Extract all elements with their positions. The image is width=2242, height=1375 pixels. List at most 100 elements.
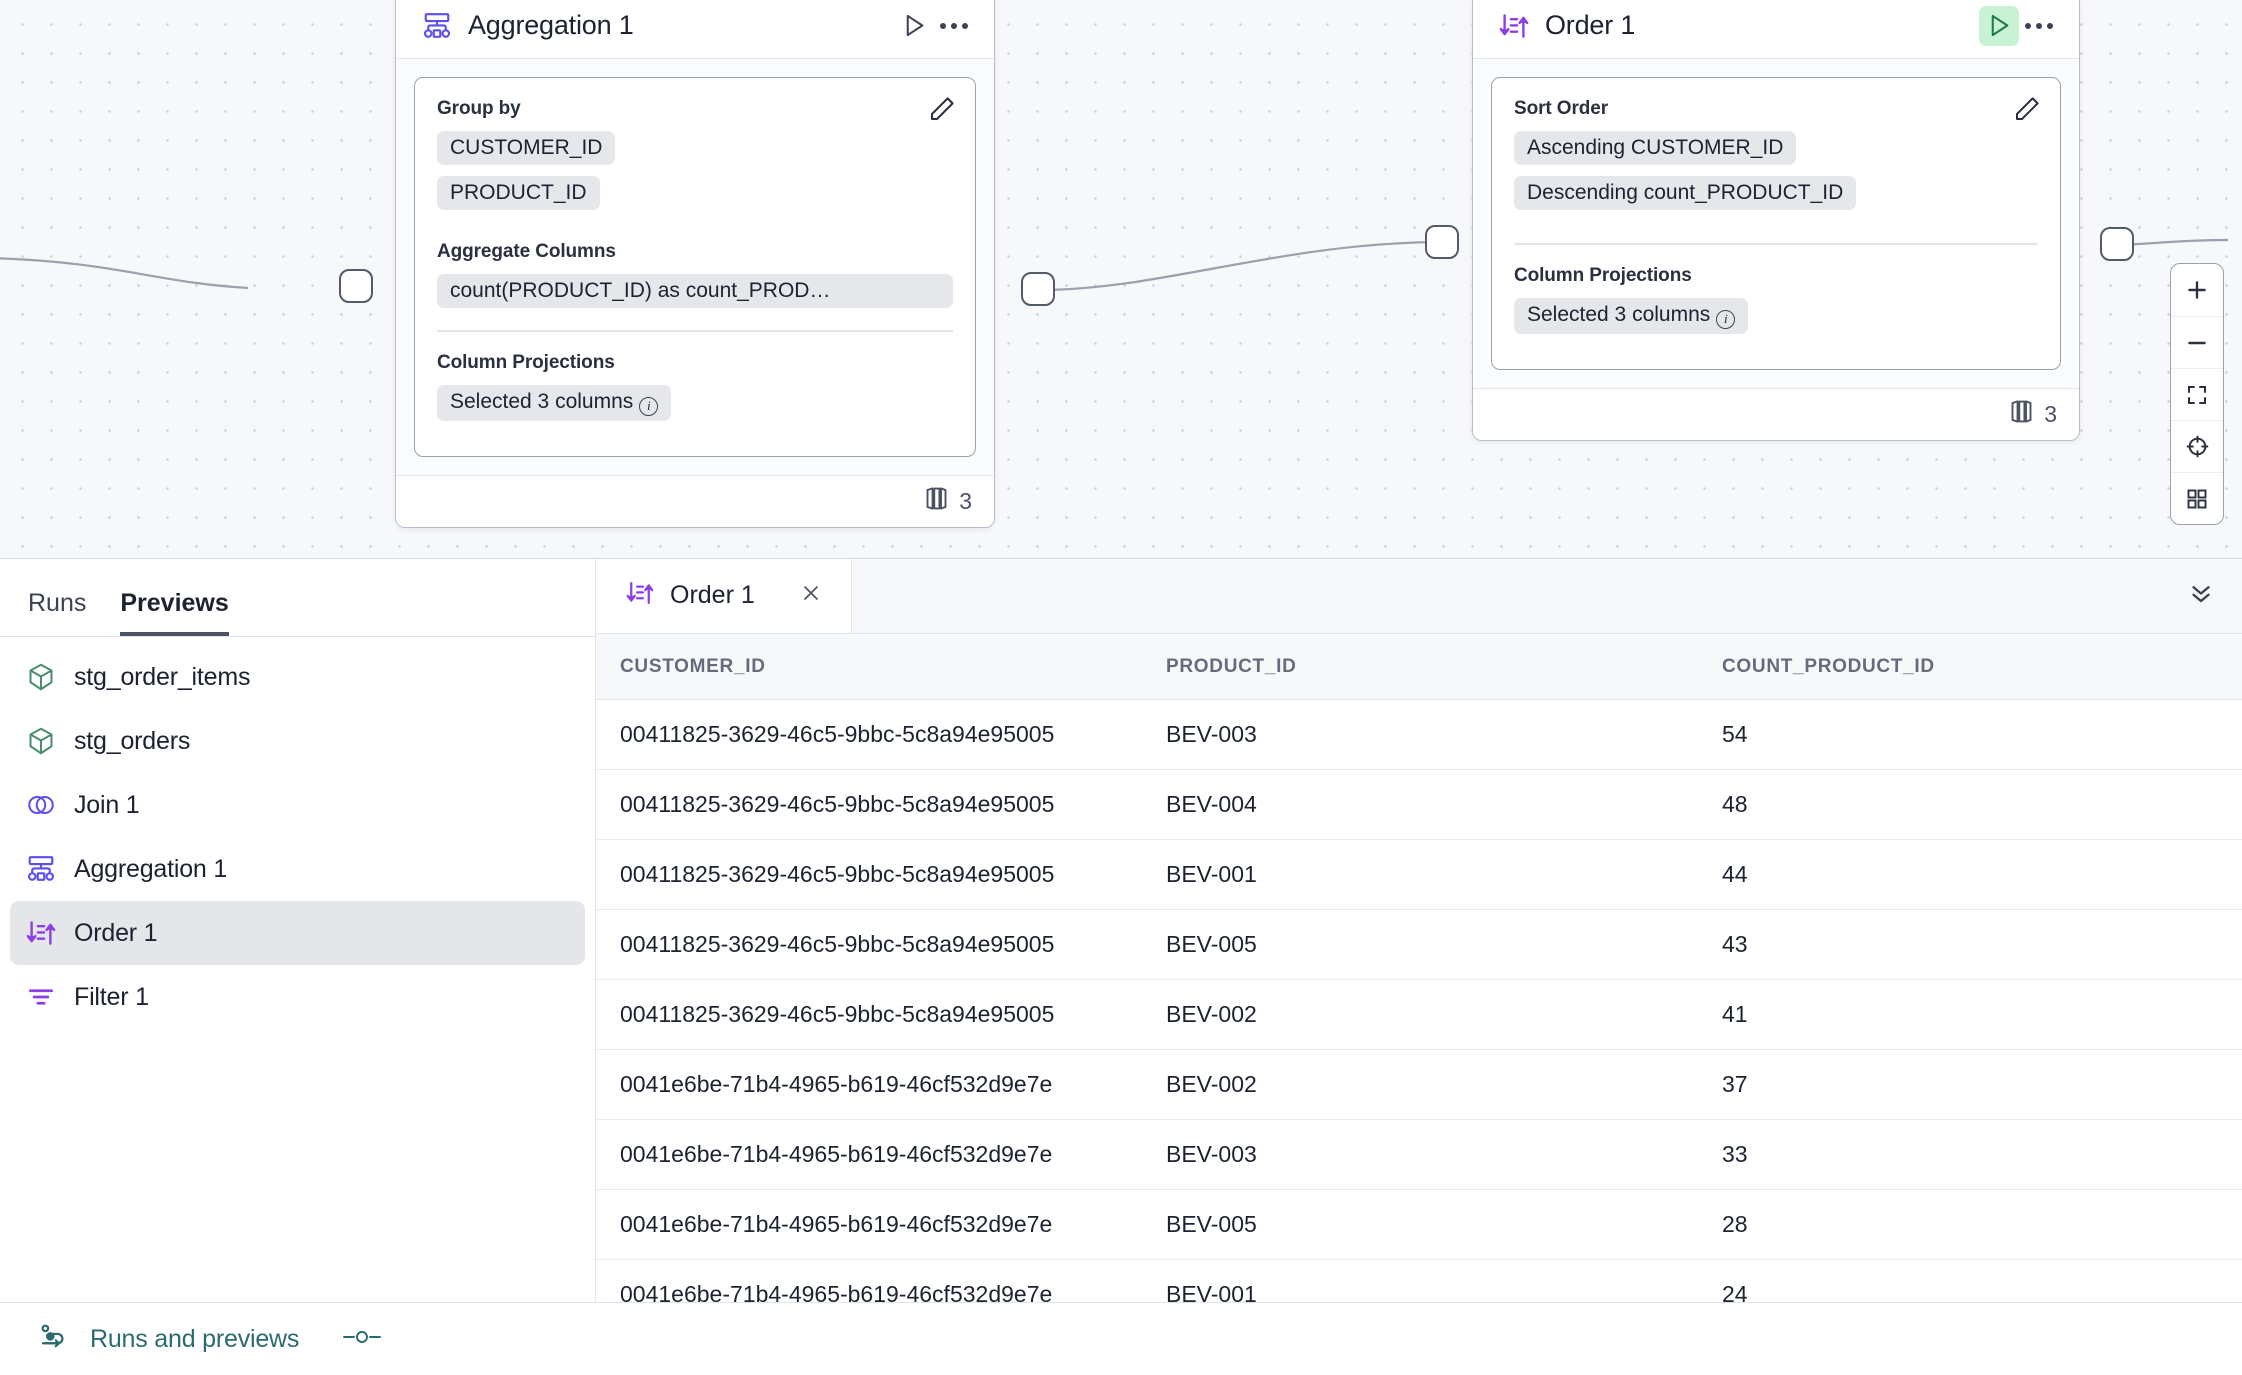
cell-count-product-id: 41 (1698, 979, 2242, 1051)
runs-and-previews-icon (38, 1322, 70, 1357)
cell-customer-id: 00411825-3629-46c5-9bbc-5c8a94e95005 (596, 699, 1142, 771)
cell-customer-id: 0041e6be-71b4-4965-b619-46cf532d9e7e (596, 1259, 1142, 1302)
preview-tabbar: Order 1 (596, 559, 2242, 634)
panel-divider (1514, 243, 2038, 245)
info-icon[interactable]: i (1716, 309, 1736, 329)
cell-customer-id: 0041e6be-71b4-4965-b619-46cf532d9e7e (596, 1049, 1142, 1121)
aggregation-config-panel[interactable]: Group by CUSTOMER_ID PRODUCT_ID Aggregat… (414, 77, 976, 457)
sort-order-pill[interactable]: Descending count_PRODUCT_ID (1514, 176, 1857, 210)
aggregation-output-port[interactable] (1021, 272, 1055, 306)
list-item-label: Filter 1 (74, 982, 149, 1011)
preview-list: stg_order_items stg_orders Join 1 (0, 637, 595, 1029)
results-table: CUSTOMER_ID PRODUCT_ID COUNT_PRODUCT_ID … (596, 633, 2242, 1302)
node-aggregation-1[interactable]: Aggregation 1 Group by CUSTOMER_ID PRODU (395, 0, 995, 528)
cell-count-product-id: 37 (1698, 1049, 2242, 1121)
node-order-1[interactable]: Order 1 Sort Order Ascending CUSTOMER_ID (1472, 0, 2080, 441)
cell-count-product-id: 24 (1698, 1259, 2242, 1302)
list-item-label: stg_orders (74, 726, 191, 755)
table-row[interactable]: 0041e6be-71b4-4965-b619-46cf532d9e7e BEV… (596, 1259, 2242, 1302)
column-projections-label: Column Projections (1514, 264, 1692, 286)
dock-sidebar: Runs Previews stg_order_items stg_orders (0, 559, 596, 1302)
list-item-join-1[interactable]: Join 1 (10, 773, 585, 837)
table-row[interactable]: 00411825-3629-46c5-9bbc-5c8a94e95005 BEV… (596, 909, 2242, 981)
cell-product-id: BEV-001 (1142, 1259, 1698, 1302)
column-projections-text: Selected 3 columns (1527, 302, 1711, 326)
status-bar-toggle[interactable] (341, 1327, 383, 1352)
sort-icon (1497, 9, 1531, 43)
list-item-label: Join 1 (74, 790, 140, 819)
list-item-stg-order-items[interactable]: stg_order_items (10, 645, 585, 709)
column-header-product-id[interactable]: PRODUCT_ID (1142, 633, 1698, 701)
cell-product-id: BEV-004 (1142, 769, 1698, 841)
run-node-button[interactable] (894, 6, 934, 46)
aggregation-input-port[interactable] (339, 269, 373, 303)
cell-customer-id: 00411825-3629-46c5-9bbc-5c8a94e95005 (596, 909, 1142, 981)
table-row[interactable]: 00411825-3629-46c5-9bbc-5c8a94e95005 BEV… (596, 769, 2242, 841)
column-count: 3 (959, 487, 972, 514)
list-item-aggregation-1[interactable]: Aggregation 1 (10, 837, 585, 901)
node-more-menu-button[interactable] (2019, 6, 2059, 46)
collapse-panel-button[interactable] (2186, 578, 2216, 613)
preview-tab-order-1[interactable]: Order 1 (596, 559, 852, 633)
group-by-pill[interactable]: PRODUCT_ID (437, 176, 600, 210)
flow-canvas[interactable]: Aggregation 1 Group by CUSTOMER_ID PRODU (0, 0, 2242, 558)
canvas-zoom-toolbar[interactable] (2170, 263, 2224, 525)
table-row[interactable]: 0041e6be-71b4-4965-b619-46cf532d9e7e BEV… (596, 1189, 2242, 1261)
sort-order-label: Sort Order (1514, 98, 1609, 119)
preview-panel: Order 1 CUSTOMER_ID PRODUCT_ID COUNT_PRO… (596, 559, 2242, 1302)
fit-to-screen-button[interactable] (2171, 368, 2223, 420)
sort-order-pill[interactable]: Ascending CUSTOMER_ID (1514, 131, 1797, 165)
filter-icon (24, 982, 58, 1012)
cell-product-id: BEV-001 (1142, 839, 1698, 911)
node-header[interactable]: Order 1 (1473, 0, 2079, 59)
table-cube-icon (24, 726, 58, 756)
column-header-count-product-id[interactable]: COUNT_PRODUCT_ID (1698, 633, 2242, 701)
node-footer: 3 (1473, 387, 2079, 440)
edit-pencil-icon[interactable] (2012, 94, 2042, 129)
table-row[interactable]: 0041e6be-71b4-4965-b619-46cf532d9e7e BEV… (596, 1119, 2242, 1191)
node-title: Aggregation 1 (468, 10, 634, 40)
sort-icon (626, 579, 654, 612)
order-input-port[interactable] (1425, 225, 1459, 259)
list-item-label: Aggregation 1 (74, 854, 228, 883)
cell-count-product-id: 43 (1698, 909, 2242, 981)
table-row[interactable]: 00411825-3629-46c5-9bbc-5c8a94e95005 BEV… (596, 699, 2242, 771)
column-header-customer-id[interactable]: CUSTOMER_ID (596, 633, 1142, 701)
table-row[interactable]: 00411825-3629-46c5-9bbc-5c8a94e95005 BEV… (596, 979, 2242, 1051)
minimap-button[interactable] (2171, 472, 2223, 524)
cell-product-id: BEV-002 (1142, 1049, 1698, 1121)
group-by-pill[interactable]: CUSTOMER_ID (437, 131, 616, 165)
join-icon (24, 790, 58, 820)
order-config-panel[interactable]: Sort Order Ascending CUSTOMER_ID Descend… (1491, 77, 2061, 370)
cell-customer-id: 00411825-3629-46c5-9bbc-5c8a94e95005 (596, 979, 1142, 1051)
order-output-port[interactable] (2100, 227, 2134, 261)
node-more-menu-button[interactable] (934, 6, 974, 46)
zoom-in-button[interactable] (2171, 264, 2223, 316)
node-header[interactable]: Aggregation 1 (396, 0, 994, 59)
run-node-button[interactable] (1979, 5, 2019, 46)
node-footer: 3 (396, 474, 994, 527)
cell-customer-id: 0041e6be-71b4-4965-b619-46cf532d9e7e (596, 1119, 1142, 1191)
cell-customer-id: 00411825-3629-46c5-9bbc-5c8a94e95005 (596, 839, 1142, 911)
aggregate-columns-label: Aggregate Columns (437, 241, 616, 262)
table-row[interactable]: 0041e6be-71b4-4965-b619-46cf532d9e7e BEV… (596, 1049, 2242, 1121)
cell-product-id: BEV-003 (1142, 699, 1698, 771)
list-item-label: stg_order_items (74, 662, 251, 691)
close-icon[interactable] (799, 581, 823, 610)
zoom-out-button[interactable] (2171, 316, 2223, 368)
recenter-button[interactable] (2171, 420, 2223, 472)
table-row[interactable]: 00411825-3629-46c5-9bbc-5c8a94e95005 BEV… (596, 839, 2242, 911)
list-item-filter-1[interactable]: Filter 1 (10, 965, 585, 1029)
preview-grid[interactable]: CUSTOMER_ID PRODUCT_ID COUNT_PRODUCT_ID … (596, 633, 2242, 1302)
edit-pencil-icon[interactable] (927, 94, 957, 129)
columns-icon (923, 486, 950, 516)
tab-runs[interactable]: Runs (28, 589, 87, 617)
info-icon[interactable]: i (639, 396, 659, 416)
status-bar-label[interactable]: Runs and previews (90, 1324, 300, 1353)
list-item-order-1[interactable]: Order 1 (10, 901, 585, 965)
aggregate-column-pill[interactable]: count(PRODUCT_ID) as count_PROD… (437, 274, 953, 308)
list-item-stg-orders[interactable]: stg_orders (10, 709, 585, 773)
tab-previews[interactable]: Previews (120, 589, 229, 636)
